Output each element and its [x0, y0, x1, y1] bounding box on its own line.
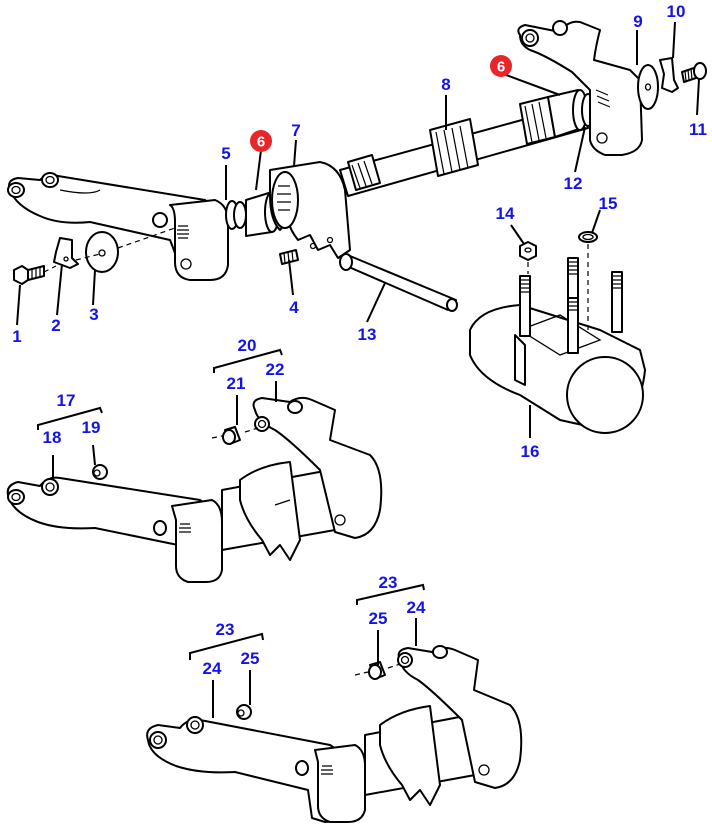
part-16-housing [469, 257, 646, 434]
part-7-shift-fork [269, 161, 351, 259]
callout-25-right[interactable]: 25 [369, 609, 388, 628]
callout-25-bottom[interactable]: 25 [241, 649, 260, 668]
leader-lines [16, 21, 700, 718]
callout-18[interactable]: 18 [43, 428, 62, 447]
part-2-lock-plate [53, 237, 79, 269]
callout-21[interactable]: 21 [227, 374, 246, 393]
callout-23-right[interactable]: 23 [379, 573, 398, 592]
part-10-lock-plate [659, 57, 679, 93]
part-3-washer [85, 231, 119, 273]
part-8-selector-shaft [339, 96, 589, 197]
callout-24-bottom[interactable]: 24 [203, 659, 222, 678]
callout-7[interactable]: 7 [291, 121, 300, 140]
callout-17[interactable]: 17 [57, 391, 76, 410]
part-11-bolt [681, 62, 707, 83]
callout-6-right: 6 [497, 59, 505, 76]
callout-24-right[interactable]: 24 [407, 598, 426, 617]
callout-19[interactable]: 19 [82, 418, 101, 437]
part-25-bushing-left [236, 704, 252, 720]
callout-labels: 1 2 3 4 5 6 7 8 6 9 10 11 12 13 14 15 16… [12, 2, 707, 678]
callout-1[interactable]: 1 [12, 327, 21, 346]
part-19-bushing [92, 464, 108, 480]
part-4-grub-screw [279, 249, 299, 265]
callout-20[interactable]: 20 [238, 336, 257, 355]
part-21-bushing [222, 426, 241, 445]
spline-hub [177, 225, 189, 239]
shaft-spline-ring-1 [347, 154, 381, 191]
callout-6-badge-left[interactable]: 6 [250, 130, 272, 152]
callout-6-left: 6 [257, 134, 265, 151]
callout-12[interactable]: 12 [564, 174, 583, 193]
callout-3[interactable]: 3 [89, 305, 98, 324]
callout-8[interactable]: 8 [441, 75, 450, 94]
highlight-badge-circle [490, 55, 512, 77]
callout-10[interactable]: 10 [667, 2, 686, 21]
callout-4[interactable]: 4 [289, 298, 299, 317]
callout-16[interactable]: 16 [521, 442, 540, 461]
shaft-spline-ring-2 [429, 118, 479, 177]
callout-13[interactable]: 13 [358, 325, 377, 344]
callout-9[interactable]: 9 [633, 12, 642, 31]
callout-2[interactable]: 2 [51, 316, 60, 335]
part-9-washer [637, 64, 659, 110]
callout-14[interactable]: 14 [496, 204, 515, 223]
part-5-seal [225, 200, 247, 230]
top-assembly [7, 20, 707, 434]
part-15-washer [578, 231, 598, 243]
part-13-pin [339, 253, 458, 312]
part-14-nut [519, 241, 537, 261]
part-25-bushing-right [368, 661, 386, 680]
right-shift-lever [517, 20, 643, 156]
callout-22[interactable]: 22 [266, 360, 285, 379]
left-shift-lever [7, 172, 229, 281]
callout-6-badge-right[interactable]: 6 [490, 55, 512, 77]
callout-5[interactable]: 5 [221, 144, 230, 163]
callout-23-bottom[interactable]: 23 [216, 620, 235, 639]
bottom-assembly [146, 645, 523, 823]
part-1-bolt [13, 265, 45, 285]
callout-11[interactable]: 11 [689, 120, 707, 139]
highlight-badge-circle [250, 130, 272, 152]
middle-assembly [6, 396, 383, 583]
stud-3 [567, 297, 579, 354]
stud-4 [611, 271, 623, 333]
stud-1 [519, 275, 531, 337]
callout-15[interactable]: 15 [599, 194, 618, 213]
